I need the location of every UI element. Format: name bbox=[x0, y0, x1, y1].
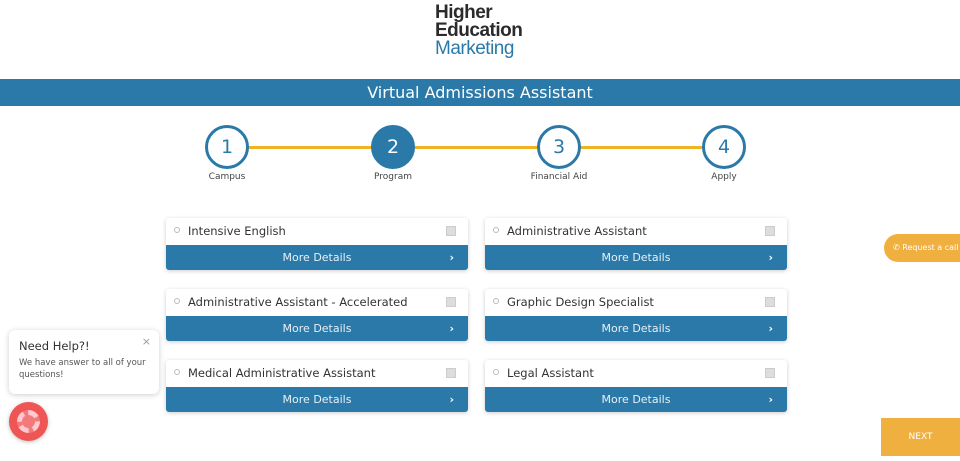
program-name: Graphic Design Specialist bbox=[507, 295, 654, 309]
step-1[interactable]: 1 bbox=[205, 125, 249, 169]
program-card: Administrative Assistant More Details› bbox=[485, 218, 787, 270]
location-pin-icon bbox=[493, 369, 499, 375]
program-card: Intensive English More Details› bbox=[166, 218, 468, 270]
program-name: Medical Administrative Assistant bbox=[188, 366, 376, 380]
more-details-button[interactable]: More Details› bbox=[485, 387, 787, 412]
step-label: Financial Aid bbox=[530, 172, 588, 182]
more-details-button[interactable]: More Details› bbox=[485, 316, 787, 341]
program-name: Legal Assistant bbox=[507, 366, 594, 380]
program-card: Graphic Design Specialist More Details› bbox=[485, 289, 787, 341]
step-label: Apply bbox=[711, 172, 737, 182]
program-card: Legal Assistant More Details› bbox=[485, 360, 787, 412]
phone-icon: ✆ bbox=[893, 243, 903, 252]
program-name: Intensive English bbox=[188, 224, 286, 238]
help-popup: Need Help?! We have answer to all of you… bbox=[9, 330, 159, 394]
program-checkbox[interactable] bbox=[446, 368, 456, 378]
close-icon[interactable]: × bbox=[141, 335, 151, 348]
chevron-right-icon: › bbox=[449, 322, 454, 335]
step-3[interactable]: 3 bbox=[537, 125, 581, 169]
location-pin-icon bbox=[174, 298, 180, 304]
program-checkbox[interactable] bbox=[765, 368, 775, 378]
next-button[interactable]: NEXT bbox=[881, 418, 960, 456]
chevron-right-icon: › bbox=[449, 393, 454, 406]
stepper-line bbox=[227, 146, 724, 149]
help-text: We have answer to all of your questions! bbox=[19, 358, 146, 380]
more-details-button[interactable]: More Details› bbox=[166, 316, 468, 341]
chevron-right-icon: › bbox=[768, 393, 773, 406]
program-card: Administrative Assistant - Accelerated M… bbox=[166, 289, 468, 341]
step-4[interactable]: 4 bbox=[702, 125, 746, 169]
step-label: Campus bbox=[208, 172, 246, 182]
lifebuoy-icon[interactable] bbox=[9, 402, 48, 441]
help-title: Need Help?! bbox=[19, 339, 90, 353]
program-card: Medical Administrative Assistant More De… bbox=[166, 360, 468, 412]
logo: Higher Education Marketing bbox=[435, 2, 523, 59]
location-pin-icon bbox=[174, 369, 180, 375]
more-details-button[interactable]: More Details› bbox=[485, 245, 787, 270]
chevron-right-icon: › bbox=[449, 251, 454, 264]
request-call-button[interactable]: ✆ Request a call bbox=[884, 234, 960, 262]
program-name: Administrative Assistant - Accelerated bbox=[188, 295, 408, 309]
program-checkbox[interactable] bbox=[446, 297, 456, 307]
page-title: Virtual Admissions Assistant bbox=[0, 79, 960, 106]
step-2[interactable]: 2 bbox=[371, 125, 415, 169]
location-pin-icon bbox=[174, 227, 180, 233]
chevron-right-icon: › bbox=[768, 322, 773, 335]
program-name: Administrative Assistant bbox=[507, 224, 647, 238]
program-checkbox[interactable] bbox=[765, 226, 775, 236]
location-pin-icon bbox=[493, 227, 499, 233]
location-pin-icon bbox=[493, 298, 499, 304]
program-checkbox[interactable] bbox=[446, 226, 456, 236]
more-details-button[interactable]: More Details› bbox=[166, 245, 468, 270]
program-checkbox[interactable] bbox=[765, 297, 775, 307]
chevron-right-icon: › bbox=[768, 251, 773, 264]
step-label: Program bbox=[374, 172, 412, 182]
more-details-button[interactable]: More Details› bbox=[166, 387, 468, 412]
